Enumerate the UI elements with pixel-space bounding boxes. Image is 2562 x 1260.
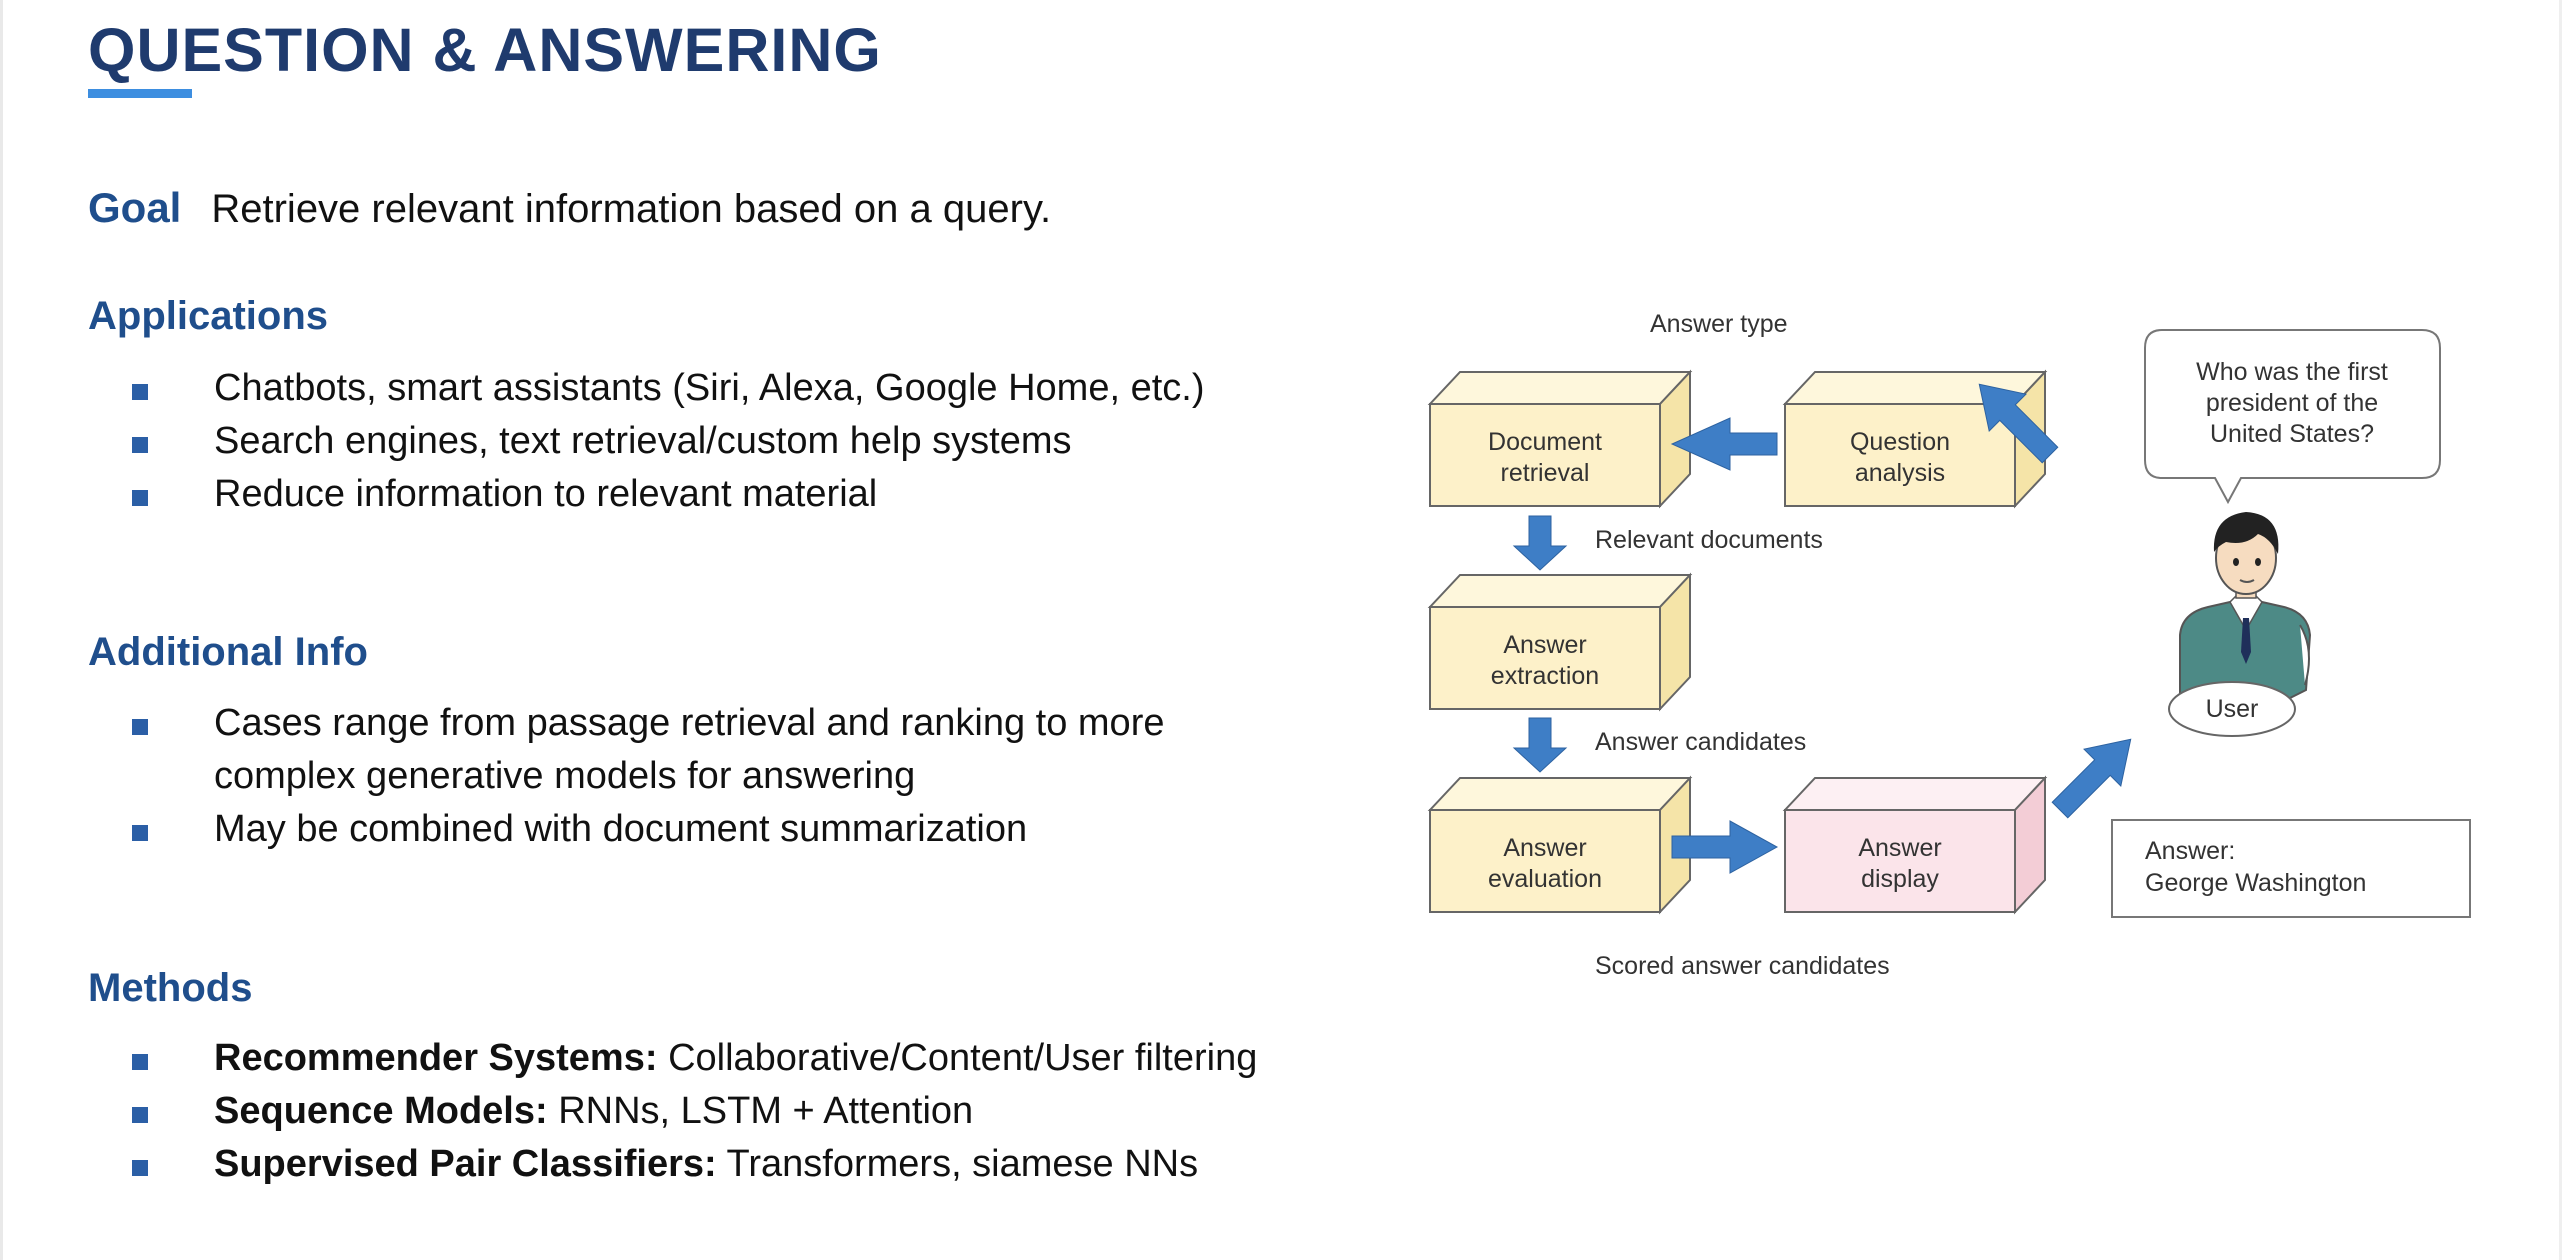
qa-pipeline-diagram: Answer type Document retrieval Question …	[1400, 280, 2500, 1025]
arrow-left-icon	[1670, 417, 1778, 471]
answer-evaluation-line2: evaluation	[1488, 865, 1602, 893]
applications-heading: Applications	[88, 294, 329, 338]
answer-extraction-line2: extraction	[1491, 662, 1599, 690]
question-analysis-line1: Question	[1850, 428, 1950, 456]
bullet-square-icon	[132, 1107, 148, 1123]
list-item: May be combined with document summarizat…	[130, 803, 1164, 856]
list-item: Cases range from passage retrieval and r…	[130, 697, 1164, 803]
arrow-right-icon	[1671, 820, 1779, 874]
methods-list: Recommender Systems: Collaborative/Conte…	[130, 1032, 1257, 1191]
bullet-square-icon	[132, 1054, 148, 1070]
document-retrieval-line2: retrieval	[1501, 459, 1590, 487]
additional-info-list: Cases range from passage retrieval and r…	[130, 697, 1164, 856]
answer-extraction-line1: Answer	[1503, 631, 1586, 659]
scored-answer-candidates-label: Scored answer candidates	[1595, 952, 1890, 980]
arrow-down-icon	[1512, 515, 1568, 571]
arrow-up-left-icon	[1978, 383, 2059, 464]
user-label: User	[2206, 695, 2259, 723]
title-underline	[88, 89, 192, 98]
answer-box-line2: George Washington	[2145, 869, 2366, 897]
list-item: Supervised Pair Classifiers: Transformer…	[130, 1138, 1257, 1191]
arrow-up-right-icon	[2051, 738, 2132, 819]
speech-bubble-line1: Who was the first	[2196, 358, 2388, 386]
answer-display-line1: Answer	[1858, 834, 1941, 862]
answer-box	[2111, 819, 2471, 918]
document-retrieval-line1: Document	[1488, 428, 1602, 456]
answer-display-line2: display	[1861, 865, 1939, 893]
applications-list: Chatbots, smart assistants (Siri, Alexa,…	[130, 362, 1205, 521]
page-right-border	[2559, 0, 2562, 1260]
answer-candidates-label: Answer candidates	[1595, 728, 1806, 756]
goal-line: Goal Retrieve relevant information based …	[88, 178, 1051, 239]
relevant-documents-label: Relevant documents	[1595, 526, 1823, 554]
list-item: Recommender Systems: Collaborative/Conte…	[130, 1032, 1257, 1085]
bullet-square-icon	[132, 719, 148, 735]
list-item: Sequence Models: RNNs, LSTM + Attention	[130, 1085, 1257, 1138]
list-item: Reduce information to relevant material	[130, 468, 1205, 521]
speech-bubble-line3: United States?	[2210, 420, 2374, 448]
methods-heading: Methods	[88, 966, 253, 1010]
qa-pipeline-svg: Answer type Document retrieval Question …	[1429, 310, 2471, 980]
bullet-square-icon	[132, 490, 148, 506]
bullet-square-icon	[132, 437, 148, 453]
page-title: QUESTION & ANSWERING	[88, 16, 882, 84]
bullet-square-icon	[132, 1160, 148, 1176]
answer-evaluation-line1: Answer	[1503, 834, 1586, 862]
page-left-border	[0, 0, 3, 1260]
goal-label: Goal	[88, 184, 182, 231]
additional-info-heading: Additional Info	[88, 630, 368, 674]
list-item: Search engines, text retrieval/custom he…	[130, 415, 1205, 468]
user-avatar-icon	[2179, 512, 2312, 702]
list-item: Chatbots, smart assistants (Siri, Alexa,…	[130, 362, 1205, 415]
answer-type-label: Answer type	[1650, 310, 1788, 338]
bullet-square-icon	[132, 384, 148, 400]
answer-box-line1: Answer:	[2145, 837, 2235, 865]
speech-bubble	[2144, 329, 2441, 505]
speech-bubble-line2: president of the	[2206, 389, 2378, 417]
question-analysis-line2: analysis	[1855, 459, 1945, 487]
goal-text: Retrieve relevant information based on a…	[211, 187, 1052, 231]
user-label-ellipse	[2168, 681, 2296, 737]
arrow-down-icon	[1512, 717, 1568, 773]
bullet-square-icon	[132, 825, 148, 841]
